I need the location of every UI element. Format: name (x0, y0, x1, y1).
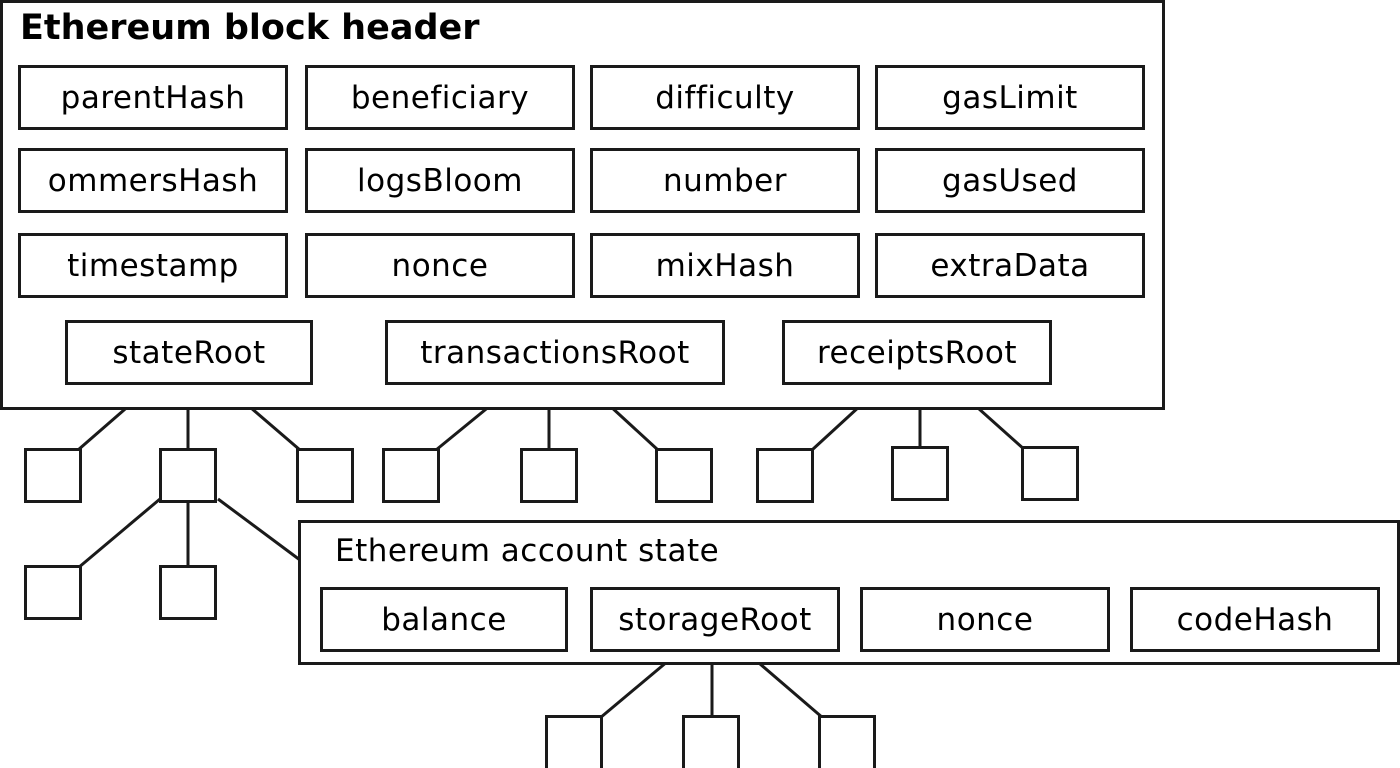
field-mixhash: mixHash (590, 233, 860, 298)
field-beneficiary: beneficiary (305, 65, 575, 130)
storage-trie-node (545, 715, 603, 768)
field-extradata: extraData (875, 233, 1145, 298)
state-trie-node (296, 448, 354, 503)
field-gaslimit: gasLimit (875, 65, 1145, 130)
field-account-nonce: nonce (860, 587, 1110, 652)
field-storageroot: storageRoot (590, 587, 840, 652)
receipts-trie-node (1021, 446, 1079, 501)
transactions-trie-node (382, 448, 440, 503)
field-difficulty: difficulty (590, 65, 860, 130)
field-balance: balance (320, 587, 568, 652)
field-ommershash: ommersHash (18, 148, 288, 213)
edge-state-child-left (77, 497, 161, 570)
field-receiptsroot: receiptsRoot (782, 320, 1052, 385)
storage-trie-node (818, 715, 876, 768)
field-stateroot: stateRoot (65, 320, 313, 385)
field-gasused: gasUsed (875, 148, 1145, 213)
transactions-trie-node (520, 448, 578, 503)
edge-state-child-right (217, 497, 301, 562)
field-codehash: codeHash (1130, 587, 1380, 652)
field-number: number (590, 148, 860, 213)
field-logsbloom: logsBloom (305, 148, 575, 213)
account-state-title: Ethereum account state (335, 533, 720, 569)
storage-trie-node (682, 715, 740, 768)
state-trie-node (24, 448, 82, 503)
state-trie-leaf-node (159, 565, 217, 620)
block-header-title: Ethereum block header (20, 8, 480, 48)
state-trie-node (159, 448, 217, 503)
state-trie-leaf-node (24, 565, 82, 620)
field-nonce: nonce (305, 233, 575, 298)
receipts-trie-node (891, 446, 949, 501)
transactions-trie-node (655, 448, 713, 503)
field-timestamp: timestamp (18, 233, 288, 298)
field-transactionsroot: transactionsRoot (385, 320, 725, 385)
receipts-trie-node (756, 448, 814, 503)
field-parenthash: parentHash (18, 65, 288, 130)
